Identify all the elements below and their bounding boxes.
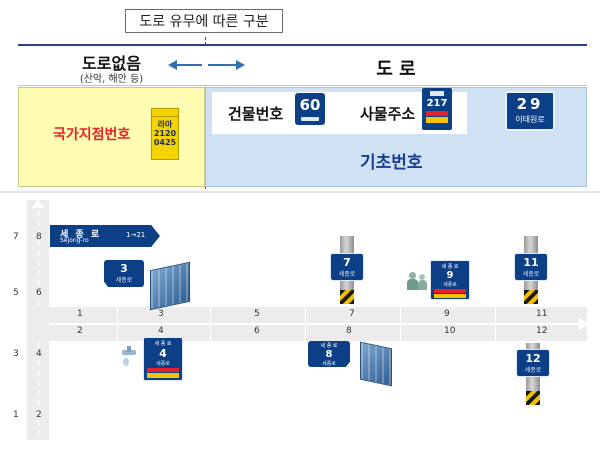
y-label-left-1: 7	[13, 232, 19, 242]
y-label-left-4: 1	[13, 410, 19, 420]
road-title: 도 로	[376, 59, 416, 80]
road-number-bottom-6: 6	[254, 326, 260, 336]
y-label-right-2: 6	[36, 288, 42, 298]
national-point-sign-line1: 라마	[157, 120, 173, 129]
road-number-bottom-2: 2	[77, 326, 83, 336]
y-label-left-2: 5	[13, 288, 19, 298]
road-name-sign-range: 1→21	[126, 231, 146, 239]
header-road: 도 로	[205, 44, 587, 86]
pole-sign-7: 7 세종로	[330, 253, 364, 281]
address-sign-4: 세 종 로 4 세종로	[143, 337, 183, 381]
address-sign-9-sub: 세종로	[443, 282, 457, 288]
building-sign-8-num: 8	[325, 349, 333, 360]
road-number-bottom-8: 8	[346, 326, 352, 336]
address-sign-4-sub: 세종로	[156, 361, 170, 367]
building-sign-3: 3 세종로	[104, 260, 144, 287]
base-number-sign-sub: 이태원로	[515, 115, 545, 124]
base-number-sign: 29 이태원로	[505, 91, 555, 131]
road-number-bottom-10: 10	[444, 326, 456, 336]
building-icon-2	[360, 341, 392, 387]
building-number-sign-sub	[301, 117, 319, 121]
people-icon	[407, 272, 429, 290]
building-sign-3-num: 3	[120, 262, 128, 275]
national-point-sign-line2: 2120	[153, 129, 177, 138]
road-name-sign-roman: Sejong-ro	[60, 237, 89, 244]
address-sign-4-top: 세 종 로	[154, 341, 172, 347]
building-icon	[150, 261, 190, 311]
base-number-label: 기초번호	[360, 153, 423, 173]
header-no-road: 도로없음 (산악, 해안 등)	[18, 44, 205, 86]
pole-sign-11: 11 세종로	[514, 253, 548, 281]
base-number-sign-num: 29	[516, 95, 544, 113]
building-number-sign-num: 60	[299, 96, 321, 114]
road-number-top-3: 3	[158, 309, 164, 319]
road-number-top-5: 5	[254, 309, 260, 319]
pole-sign-7-num: 7	[343, 256, 351, 269]
section-divider	[0, 191, 600, 193]
no-road-title: 도로없음	[82, 54, 141, 73]
faucet-icon	[120, 346, 140, 368]
pole-7-stripe	[340, 290, 354, 304]
road-number-bottom-4: 4	[158, 326, 164, 336]
y-label-right-4: 2	[36, 410, 42, 420]
address-label: 사물주소	[360, 105, 416, 123]
address-sign-9-num: 9	[446, 270, 454, 281]
pole-sign-12-sub: 세종로	[524, 367, 542, 374]
horizontal-road-arrow-icon	[579, 318, 589, 330]
y-label-left-3: 3	[13, 349, 19, 359]
national-point-label: 국가지점번호	[53, 127, 131, 143]
building-sign-8-sub: 세종로	[322, 361, 336, 367]
y-label-right-3: 4	[36, 349, 42, 359]
pole-12-stripe	[526, 391, 540, 405]
pole-sign-7-sub: 세종로	[338, 271, 356, 278]
building-number-label: 건물번호	[228, 105, 284, 123]
road-name-sign: 세 종 로 Sejong-ro 1→21	[50, 225, 160, 247]
national-point-sign: 라마 2120 0425	[151, 108, 179, 160]
pole-11-stripe	[524, 290, 538, 304]
building-sign-3-sub: 세종로	[115, 277, 133, 284]
address-sign-9: 세 종 로 9 세종로	[430, 260, 470, 300]
pole-sign-12: 12 세종로	[516, 349, 550, 377]
address-sign-9-top: 세 종 로	[441, 264, 459, 270]
pole-sign-11-sub: 세종로	[522, 271, 540, 278]
national-point-sign-line3: 0425	[153, 138, 177, 147]
road-number-top-7: 7	[349, 309, 355, 319]
road-name-sign-name: 세 종 로	[60, 230, 102, 240]
vertical-road-arrow-icon	[32, 199, 44, 208]
diagram-title: 도로 유무에 따른 구분	[125, 9, 283, 33]
road-number-top-1: 1	[77, 309, 83, 319]
road-number-bottom-12: 12	[536, 326, 548, 336]
address-sign-num: 217	[426, 98, 448, 109]
y-label-right-1: 8	[36, 232, 42, 242]
address-sign: 217	[422, 88, 452, 130]
address-sign-4-num: 4	[159, 347, 167, 360]
national-point-panel: 국가지점번호 라마 2120 0425	[18, 87, 205, 187]
road-number-top-9: 9	[444, 309, 450, 319]
building-number-sign: 60	[295, 93, 325, 125]
building-sign-8-top: 세 종 로	[320, 343, 338, 349]
pole-sign-12-num: 12	[525, 352, 541, 365]
no-road-subtitle: (산악, 해안 등)	[79, 74, 144, 85]
road-number-top-11: 11	[536, 309, 548, 319]
pole-sign-11-num: 11	[523, 256, 539, 269]
horizontal-road-centerline	[49, 323, 581, 325]
building-sign-8: 세 종 로 8 세종로	[308, 341, 350, 367]
